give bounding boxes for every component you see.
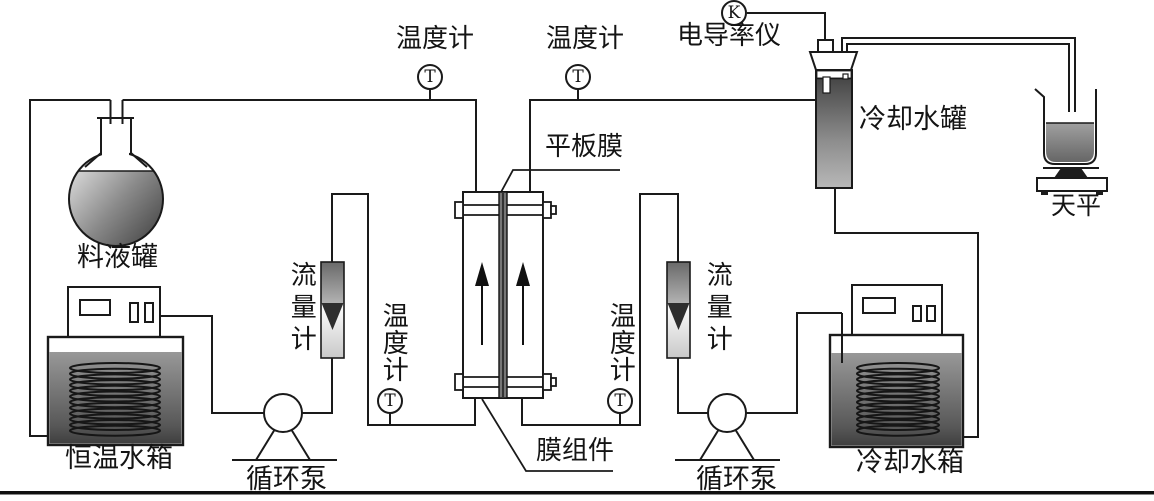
thermometer-mid-left-symbol	[377, 388, 403, 414]
label-flowmeter-left: 流量计	[286, 261, 317, 357]
pump-left-stand	[254, 414, 312, 461]
balance-pedestal	[1054, 168, 1088, 178]
label-flowmeter-right: 流量计	[702, 261, 733, 357]
pipe-feed-top	[122, 99, 477, 192]
label-thermometer-mid-left: 温度计	[378, 302, 409, 383]
balance-platform	[1036, 177, 1108, 192]
pipe-hot-bath-to-flowmeter	[160, 315, 333, 414]
pump-left-body	[263, 393, 303, 433]
feed-flask-liquid	[69, 171, 163, 247]
wire-conductivity-meter	[747, 12, 826, 40]
leader-membrane-module	[481, 398, 613, 472]
flowmeter-right-upper	[667, 262, 690, 303]
balance-foot-right	[1096, 191, 1103, 195]
cold-bath-display	[862, 297, 896, 314]
feed-flask	[68, 100, 164, 247]
collector-headspace	[817, 71, 851, 78]
cold-bath-button-1	[912, 305, 922, 322]
cold-bath-water	[831, 353, 962, 446]
permeate-tube-inner	[846, 43, 1070, 112]
thermometer-letter-mid-right: T	[614, 391, 626, 411]
pipe-collector-to-cold-bath	[834, 188, 979, 438]
hot-bath-button-1	[129, 302, 139, 323]
pump-right-body	[707, 393, 747, 433]
thermometer-top-mid-symbol	[565, 64, 591, 90]
flow-direction-arrows	[475, 262, 530, 345]
flowmeter-left-body	[320, 261, 345, 359]
label-balance: 天平	[1051, 191, 1102, 220]
piping	[29, 12, 979, 438]
module-bolts	[454, 201, 557, 391]
circulation-pump-right	[675, 393, 780, 461]
permeate-tube	[841, 37, 1076, 112]
beaker	[1034, 88, 1097, 165]
label-thermometer-top-mid: 温度计	[546, 24, 625, 54]
label-membrane-module: 膜组件	[536, 436, 615, 466]
collector-vent	[842, 73, 849, 80]
flowmeter-left-upper	[321, 262, 344, 303]
thermometer-letter-top-left: T	[424, 67, 436, 87]
hot-bath-button-2	[144, 302, 154, 323]
pipe-return-to-hot-bath	[29, 99, 111, 437]
hot-bath-display	[79, 299, 111, 316]
flowmeter-left-float	[321, 303, 344, 330]
thermometer-mid-right-symbol	[607, 388, 633, 414]
label-flat-membrane: 平板膜	[545, 132, 624, 162]
feed-flask-neck-right	[130, 118, 148, 168]
label-circulation-pump-right: 循环泵	[696, 464, 777, 495]
beaker-outline	[1034, 88, 1097, 165]
hot-water-bath	[46, 286, 185, 447]
beaker-liquid	[1046, 123, 1094, 162]
pipe-module-to-collector	[529, 99, 816, 192]
pipe-module-right-to-flowmeter	[521, 193, 679, 426]
circulation-pump-left	[232, 393, 337, 461]
hot-bath-coil	[69, 362, 161, 437]
cooling-water-collector	[808, 39, 859, 189]
label-thermometer-mid-right: 温度计	[605, 302, 636, 383]
label-cooling-water-bath: 冷却水箱	[856, 447, 964, 478]
thermometer-letter-mid-left: T	[384, 391, 396, 411]
balance	[1036, 167, 1108, 195]
permeate-tube-outer	[841, 37, 1076, 112]
pump-right-stand	[698, 414, 756, 461]
label-hot-water-bath: 恒温水箱	[65, 443, 173, 474]
conductivity-letter: K	[727, 3, 741, 23]
label-cooling-water-collector: 冷却水罐	[859, 104, 967, 135]
label-feed-tank: 料液罐	[77, 242, 158, 273]
flowmeter-left-lower	[321, 303, 344, 358]
pipe-flowmeter-to-cold-bath	[677, 312, 842, 414]
feed-flask-neck-left	[84, 118, 102, 168]
flowmeter-right-lower	[667, 303, 690, 358]
conductivity-meter-symbol	[721, 0, 747, 26]
flowmeter-right-body	[666, 261, 691, 359]
label-thermometer-top-left: 温度计	[396, 24, 475, 54]
flowmeter-left	[320, 261, 345, 359]
cold-bath-coil	[856, 362, 940, 437]
label-circulation-pump-left: 循环泵	[246, 464, 327, 495]
thermometer-letter-top-mid: T	[572, 67, 584, 87]
flowmeter-right-float	[667, 303, 690, 330]
collector-cap	[808, 51, 859, 71]
flowmeter-right	[666, 261, 691, 359]
collector-body	[815, 69, 853, 189]
pipe-flowmeter-to-module-left	[331, 193, 476, 426]
cold-bath-button-2	[926, 305, 936, 322]
leader-lines	[481, 169, 620, 472]
thermometer-top-left-symbol	[417, 64, 443, 90]
feed-flask-neck-fill	[102, 116, 129, 158]
balance-foot-left	[1041, 191, 1048, 195]
membrane-module	[454, 191, 557, 399]
bottom-rule	[0, 491, 1154, 495]
cooling-water-bath	[828, 284, 965, 449]
leader-flat-membrane	[499, 169, 620, 195]
label-conductivity-meter: 电导率仪	[677, 21, 782, 51]
collector-inner-tube	[822, 76, 831, 94]
